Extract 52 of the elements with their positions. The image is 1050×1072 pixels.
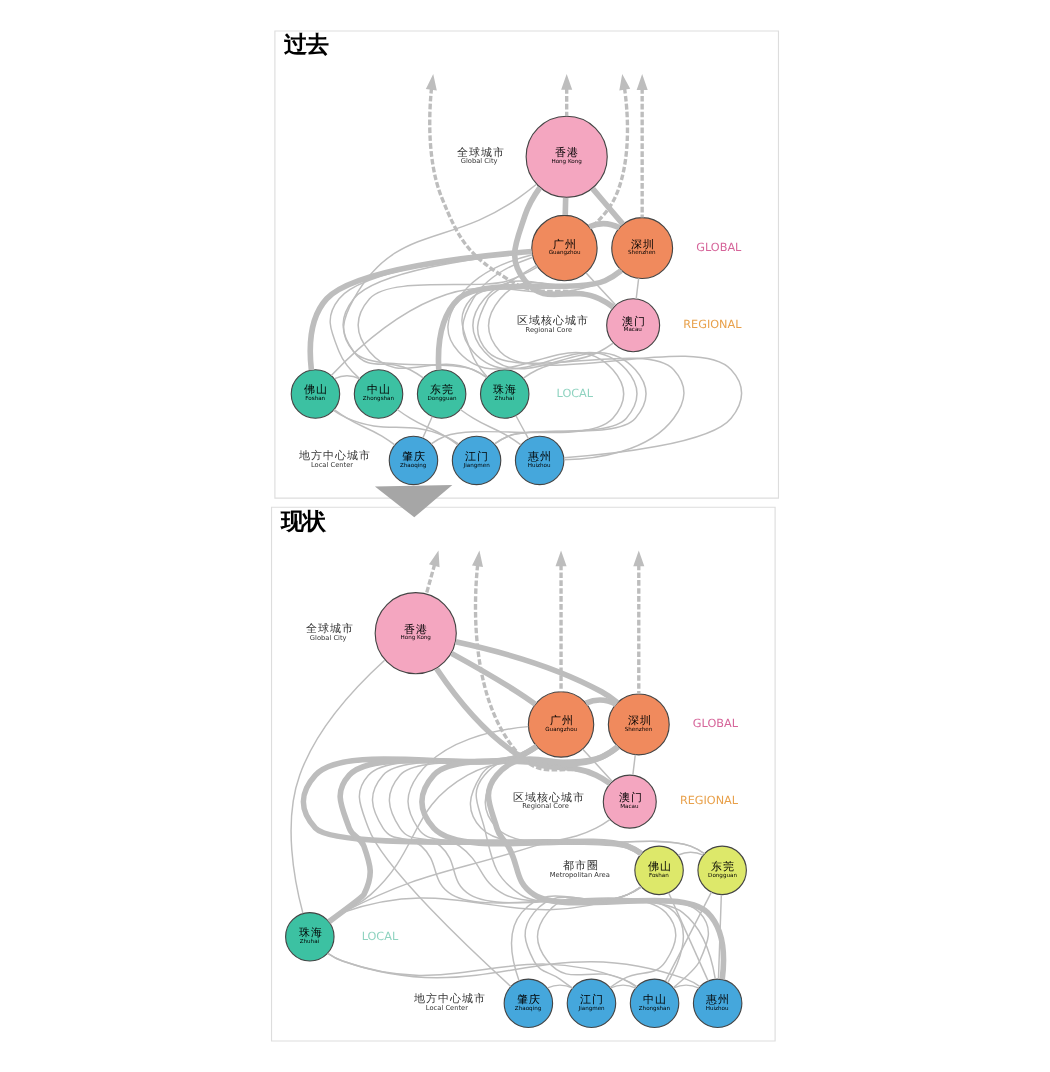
connector xyxy=(588,220,621,231)
connector xyxy=(673,984,700,989)
connector xyxy=(562,197,569,215)
arrow xyxy=(555,550,567,692)
connector xyxy=(327,818,611,922)
arrow xyxy=(589,74,631,230)
connector xyxy=(332,409,460,445)
connector xyxy=(434,667,612,786)
connector xyxy=(582,748,613,782)
arrow xyxy=(636,74,648,218)
connector xyxy=(407,725,717,980)
connector xyxy=(342,183,537,379)
connector xyxy=(300,744,643,856)
arrow xyxy=(561,74,573,117)
connector xyxy=(307,248,532,371)
connector xyxy=(515,415,530,440)
connector xyxy=(290,659,386,914)
connector xyxy=(487,269,743,459)
connector xyxy=(333,408,396,446)
connector xyxy=(677,851,705,856)
connector xyxy=(396,408,459,446)
connector xyxy=(327,886,643,922)
connector xyxy=(455,639,620,705)
connector xyxy=(333,375,361,380)
connector xyxy=(585,272,617,306)
connector xyxy=(357,266,539,379)
connector xyxy=(435,268,623,370)
arrow xyxy=(424,550,440,595)
connector xyxy=(590,186,625,226)
connector xyxy=(459,408,522,446)
arrow xyxy=(425,74,615,309)
connector xyxy=(330,269,622,377)
connector xyxy=(327,744,538,924)
connector xyxy=(419,744,643,857)
connector xyxy=(511,185,615,310)
connector xyxy=(632,754,636,776)
connector xyxy=(461,269,622,378)
connector xyxy=(635,277,640,300)
connector xyxy=(450,650,537,707)
connector xyxy=(717,894,723,980)
arrow xyxy=(633,550,645,694)
connector xyxy=(422,415,433,439)
connector xyxy=(522,342,614,379)
arrow xyxy=(374,485,453,518)
arrow xyxy=(472,550,611,785)
connector xyxy=(327,952,701,988)
connector xyxy=(609,984,637,989)
connector xyxy=(546,984,574,989)
connector xyxy=(584,697,618,707)
connector xyxy=(472,269,647,445)
connector xyxy=(430,253,625,445)
connector xyxy=(327,952,638,988)
